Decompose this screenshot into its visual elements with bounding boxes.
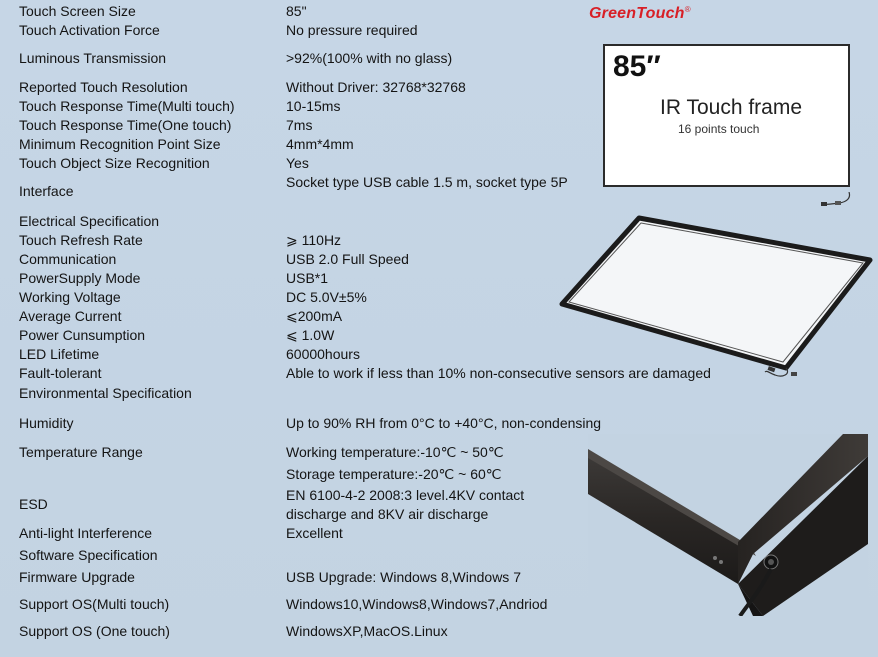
product-size: 85″: [613, 50, 661, 83]
spec-label: Anti-light Interference: [19, 525, 153, 541]
spec-label: Luminous Transmission: [19, 50, 167, 66]
spec-value: 7ms: [286, 117, 313, 133]
spec-value: 85": [286, 3, 307, 19]
spec-label: Firmware Upgrade: [19, 569, 135, 585]
spec-value: Socket type USB cable 1.5 m, socket type…: [286, 174, 568, 190]
spec-value: No pressure required: [286, 22, 418, 38]
brand-logo: GreenTouch®: [589, 5, 691, 23]
spec-value: ⩾ 110Hz: [286, 232, 342, 248]
spec-value: USB Upgrade: Windows 8,Windows 7: [286, 569, 521, 585]
spec-value: EN 6100-4-2 2008:3 level.4KV contact dis…: [286, 487, 525, 522]
product-title: IR Touch frame: [660, 96, 803, 119]
spec-label: Minimum Recognition Point Size: [19, 136, 221, 152]
frame-corner-photo: [588, 434, 868, 616]
spec-label: Support OS(Multi touch): [19, 596, 170, 612]
spec-label: Temperature Range: [19, 444, 143, 460]
spec-value: 10-15ms: [286, 98, 341, 114]
spec-label: Fault-tolerant: [19, 365, 102, 381]
spec-label: Touch Screen Size: [19, 3, 136, 19]
spec-value: Excellent: [286, 525, 343, 541]
spec-value: 4mm*4mm: [286, 136, 354, 152]
spec-label: Touch Response Time(One touch): [19, 117, 232, 133]
spec-label: ESD: [19, 496, 48, 512]
spec-value: Without Driver: 32768*32768: [286, 79, 466, 95]
touch-frame-perspective-image: [559, 215, 873, 377]
spec-label: Power Cunsumption: [19, 327, 146, 343]
spec-label: Touch Activation Force: [19, 22, 160, 38]
spec-value: >92%(100% with no glass): [286, 50, 453, 66]
spec-value: ⩽200mA: [286, 308, 343, 324]
spec-value: USB 2.0 Full Speed: [286, 251, 409, 267]
spec-label: Support OS (One touch): [19, 623, 170, 639]
brand-name: GreenTouch: [589, 5, 685, 22]
spec-value: Yes: [286, 155, 309, 171]
spec-value: DC 5.0V±5%: [286, 289, 367, 305]
spec-label: Communication: [19, 251, 117, 267]
spec-value: Windows10,Windows8,Windows7,Andriod: [286, 596, 548, 612]
spec-label: Touch Response Time(Multi touch): [19, 98, 235, 114]
spec-label: PowerSupply Mode: [19, 270, 141, 286]
spec-value: WindowsXP,MacOS.Linux: [286, 623, 448, 639]
spec-label: Average Current: [19, 308, 122, 324]
spec-value: 60000hours: [286, 346, 360, 362]
spec-value: USB*1: [286, 270, 329, 286]
spec-label: Working Voltage: [19, 289, 121, 305]
spec-label: Humidity: [19, 415, 74, 431]
spec-value: Working temperature:-10℃ ~ 50℃: [286, 444, 504, 460]
section-heading: Electrical Specification: [19, 213, 160, 229]
spec-label: Reported Touch Resolution: [19, 79, 188, 95]
registered-mark: ®: [684, 5, 691, 14]
spec-value: Able to work if less than 10% non-consec…: [286, 365, 711, 381]
spec-value: Up to 90% RH from 0°C to +40°C, non-cond…: [286, 415, 602, 431]
spec-label: Touch Object Size Recognition: [19, 155, 210, 171]
spec-value: Storage temperature:-20℃ ~ 60℃: [286, 466, 502, 482]
section-heading: Environmental Specification: [19, 385, 192, 401]
product-subtitle: 16 points touch: [678, 122, 760, 136]
usb-cable-icon: [821, 192, 851, 206]
spec-value: ⩽ 1.0W: [286, 327, 335, 343]
product-card: 85″ IR Touch frame 16 points touch: [603, 44, 851, 206]
spec-label: Touch Refresh Rate: [19, 232, 143, 248]
spec-label: Interface: [19, 183, 74, 199]
section-heading: Software Specification: [19, 547, 158, 563]
spec-label: LED Lifetime: [19, 346, 100, 362]
